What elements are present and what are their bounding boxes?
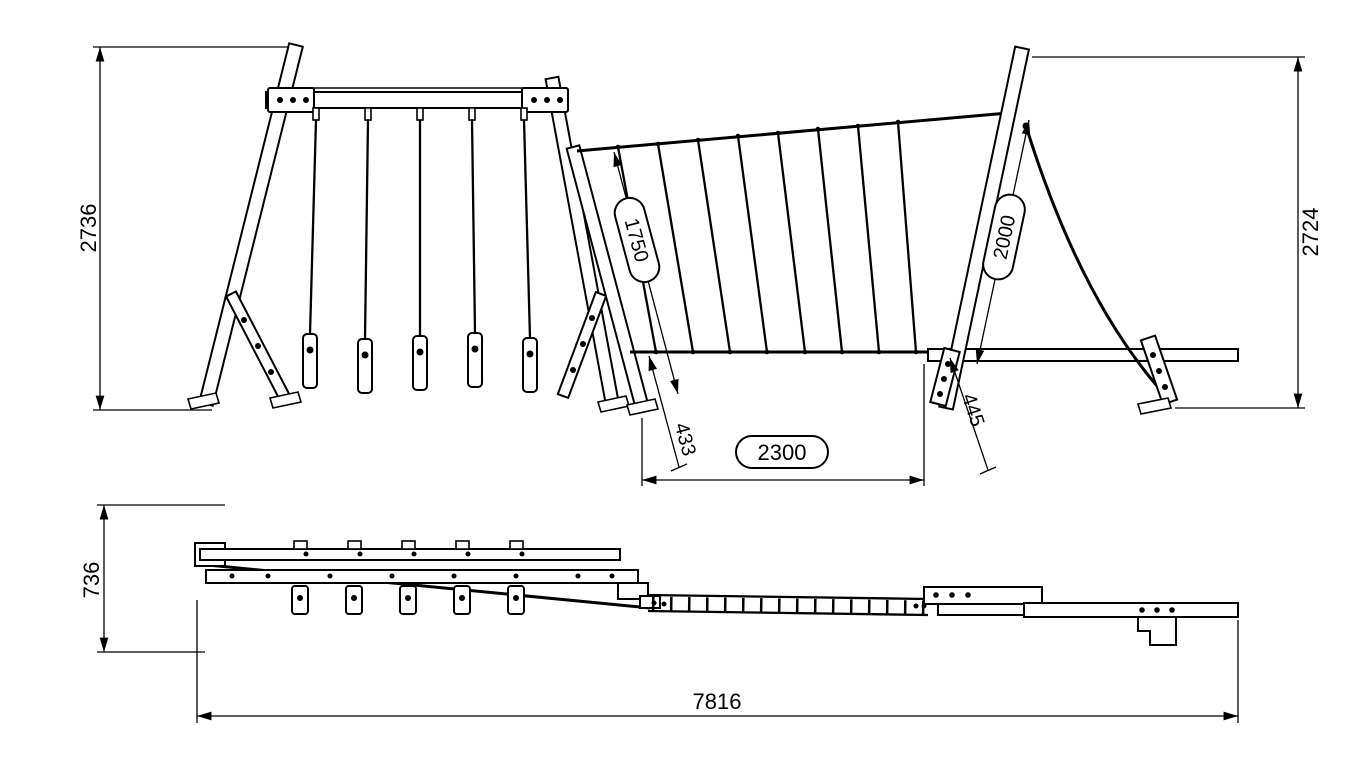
plan-rope-anchor — [1137, 616, 1177, 646]
dim-overall-height-left: 2736 — [76, 46, 302, 411]
plan-top-bar — [199, 548, 621, 561]
plan-rope-mounts — [293, 540, 524, 550]
swing-rope-2 — [357, 107, 373, 394]
rope-handle — [357, 338, 373, 394]
swing-frame — [186, 42, 631, 413]
plan-bolts-left — [229, 551, 615, 579]
bracket-bolts — [937, 352, 1168, 397]
plan-bridge-chord-bottom — [647, 609, 929, 617]
foot-plate — [186, 392, 221, 410]
dim-label-736: 736 — [79, 562, 104, 599]
plan-rope-bridge — [647, 593, 929, 617]
frame-leg-left — [197, 42, 305, 407]
beam-plate-bolts — [277, 97, 563, 103]
bridge-rungs — [616, 121, 918, 353]
dim-overall-height-right: 2724 — [1032, 56, 1323, 409]
foot-plate — [268, 391, 303, 409]
dim-label-445: 445 — [957, 391, 988, 430]
rope-handle — [522, 337, 538, 393]
swing-rope-3 — [412, 107, 428, 391]
brace-bolts — [241, 315, 595, 375]
dim-oval-1750 — [613, 196, 661, 284]
dim-label-2300: 2300 — [758, 440, 807, 465]
ground-beam — [927, 348, 1239, 362]
plan-post-bar — [923, 586, 1043, 605]
dim-oval-2000 — [982, 193, 1026, 281]
foot-plate — [596, 395, 631, 413]
swing-rope-4 — [467, 107, 483, 388]
dim-plan-depth: 736 — [79, 504, 225, 653]
bridge-top-chord — [576, 111, 1009, 153]
dim-post: 2000 — [975, 119, 1031, 365]
foot-plate — [625, 398, 660, 416]
plan-swing-frame — [194, 540, 661, 615]
rope-handle — [302, 333, 318, 389]
dim-bridge-span: 2300 — [641, 364, 925, 486]
dim-label-2724: 2724 — [1298, 208, 1323, 257]
swing-rope-1 — [302, 107, 320, 389]
guy-rope — [1024, 125, 1166, 395]
plan-bridge-joint-b — [639, 595, 661, 609]
dim-rail-offset: 433 — [648, 355, 700, 472]
rung-knots — [615, 119, 919, 355]
plan-main-bar — [205, 569, 639, 584]
plan-bolts-right — [933, 592, 1175, 613]
dim-label-433: 433 — [670, 420, 700, 458]
foot-plate — [1136, 397, 1173, 415]
plan-bridge-rungs — [651, 596, 927, 615]
dim-label-7816: 7816 — [693, 689, 742, 714]
support-post-right — [927, 45, 1239, 415]
plan-handles — [291, 585, 525, 615]
plan-bridge-chord-top — [647, 593, 929, 601]
dim-overall-length: 7816 — [196, 600, 1239, 723]
dim-label-2736: 2736 — [76, 204, 101, 253]
plan-right-assembly — [923, 586, 1239, 646]
swing-rope-5 — [520, 107, 538, 393]
elevation-view: 2736 — [76, 42, 1323, 486]
rope-handle — [412, 335, 428, 391]
rope-handle — [467, 332, 483, 388]
plan-ground-beam — [1023, 602, 1239, 618]
plan-view: 736 7816 — [79, 504, 1239, 723]
dim-bridge-rail: 1750 — [613, 151, 679, 395]
dim-oval-2300 — [735, 435, 829, 469]
